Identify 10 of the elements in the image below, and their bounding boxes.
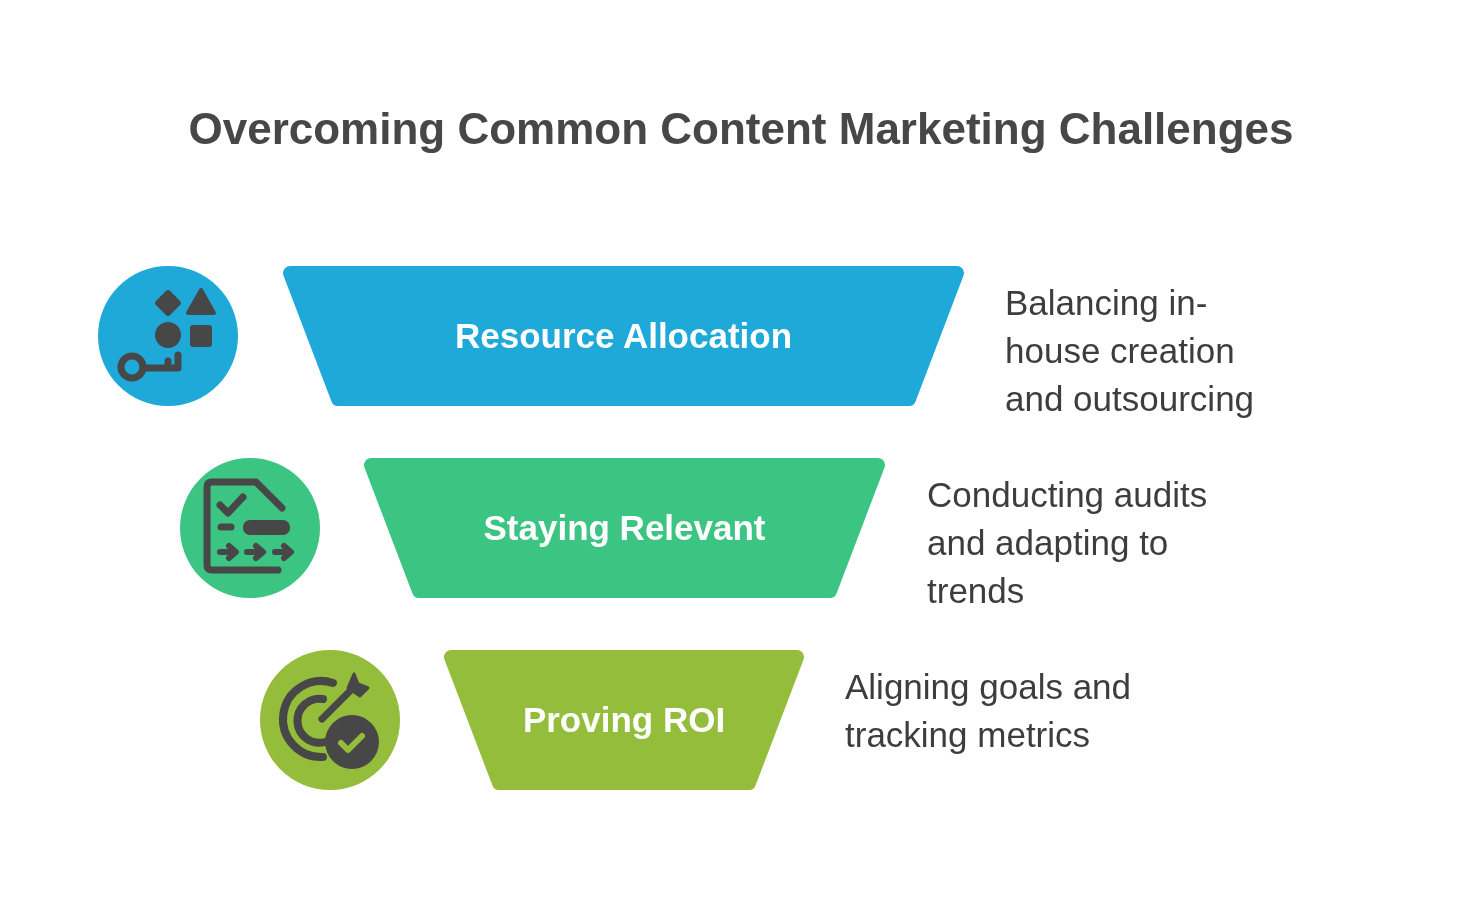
stage-title: Resource Allocation xyxy=(454,316,793,356)
diagram-title: Overcoming Common Content Marketing Challenges xyxy=(188,104,1294,153)
funnel-stage xyxy=(283,266,964,406)
stage-description: Aligning goals and tracking metrics xyxy=(845,666,1133,756)
funnel-stage xyxy=(444,650,804,790)
stage-description: Conducting audits and adapting to trends xyxy=(927,474,1209,612)
stage-title: Proving ROI xyxy=(522,700,726,740)
funnel-stage xyxy=(364,458,885,598)
stage-description: Balancing in-house creation and outsourcing xyxy=(1005,282,1256,420)
stage-title: Staying Relevant xyxy=(483,508,766,548)
